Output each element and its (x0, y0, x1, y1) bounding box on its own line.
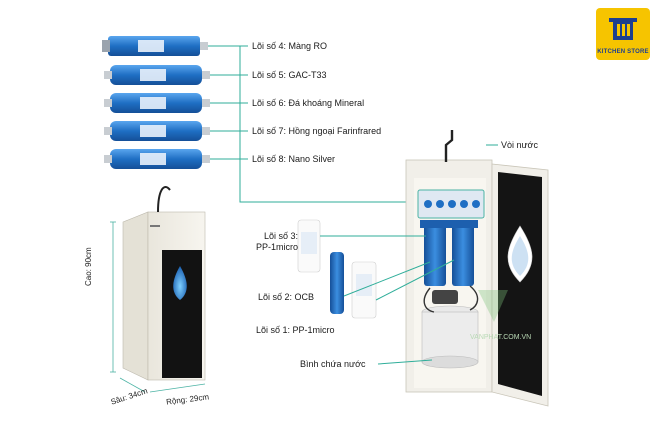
core-pp-1micro-1 (351, 261, 377, 319)
label-filter-nano-silver: Lõi số 8: Nano Silver (252, 154, 336, 164)
label-filter-ro: Lõi số 4: Màng RO (252, 41, 328, 51)
label-core-1: Lõi số 1: PP-1micro (256, 325, 335, 335)
filter-mineral (104, 93, 210, 113)
watermark-text: VANPHAT.COM.VN (470, 334, 532, 341)
filter-ro (102, 36, 208, 56)
kitchen-icon (609, 18, 637, 40)
label-dimension-height: Cao: 90cm (84, 247, 93, 286)
label-tank: Bình chứa nước (300, 359, 366, 369)
machine-door (491, 163, 549, 407)
watermark-mark (478, 290, 508, 322)
core-pp-1micro-3 (297, 219, 321, 273)
connector-lines-lower (320, 144, 498, 365)
label-faucet: Vòi nước (501, 140, 538, 150)
label-filter-farinfrared: Lõi số 7: Hồng ngoại Farinfrared (252, 126, 382, 136)
dimension-lines (110, 221, 206, 393)
core-ocb (330, 252, 344, 314)
filter-farinfrared (104, 121, 210, 141)
filter-nano-silver (104, 149, 210, 169)
filter-gac-t33 (104, 65, 210, 85)
machine-open (405, 130, 493, 393)
label-core-2: Lõi số 2: OCB (258, 292, 315, 302)
label-core-3: Lõi số 3: PP-1micro (255, 231, 298, 252)
connector-lines-top (208, 45, 418, 203)
brand-name: KITCHEN STORE (597, 49, 649, 55)
cabinet-small (122, 185, 206, 381)
label-filter-gac-t33: Lõi số 5: GAC-T33 (252, 70, 327, 80)
label-filter-mineral: Lõi số 6: Đá khoáng Mineral (252, 98, 365, 108)
kitchen-store-logo: KITCHEN STORE (596, 8, 650, 60)
